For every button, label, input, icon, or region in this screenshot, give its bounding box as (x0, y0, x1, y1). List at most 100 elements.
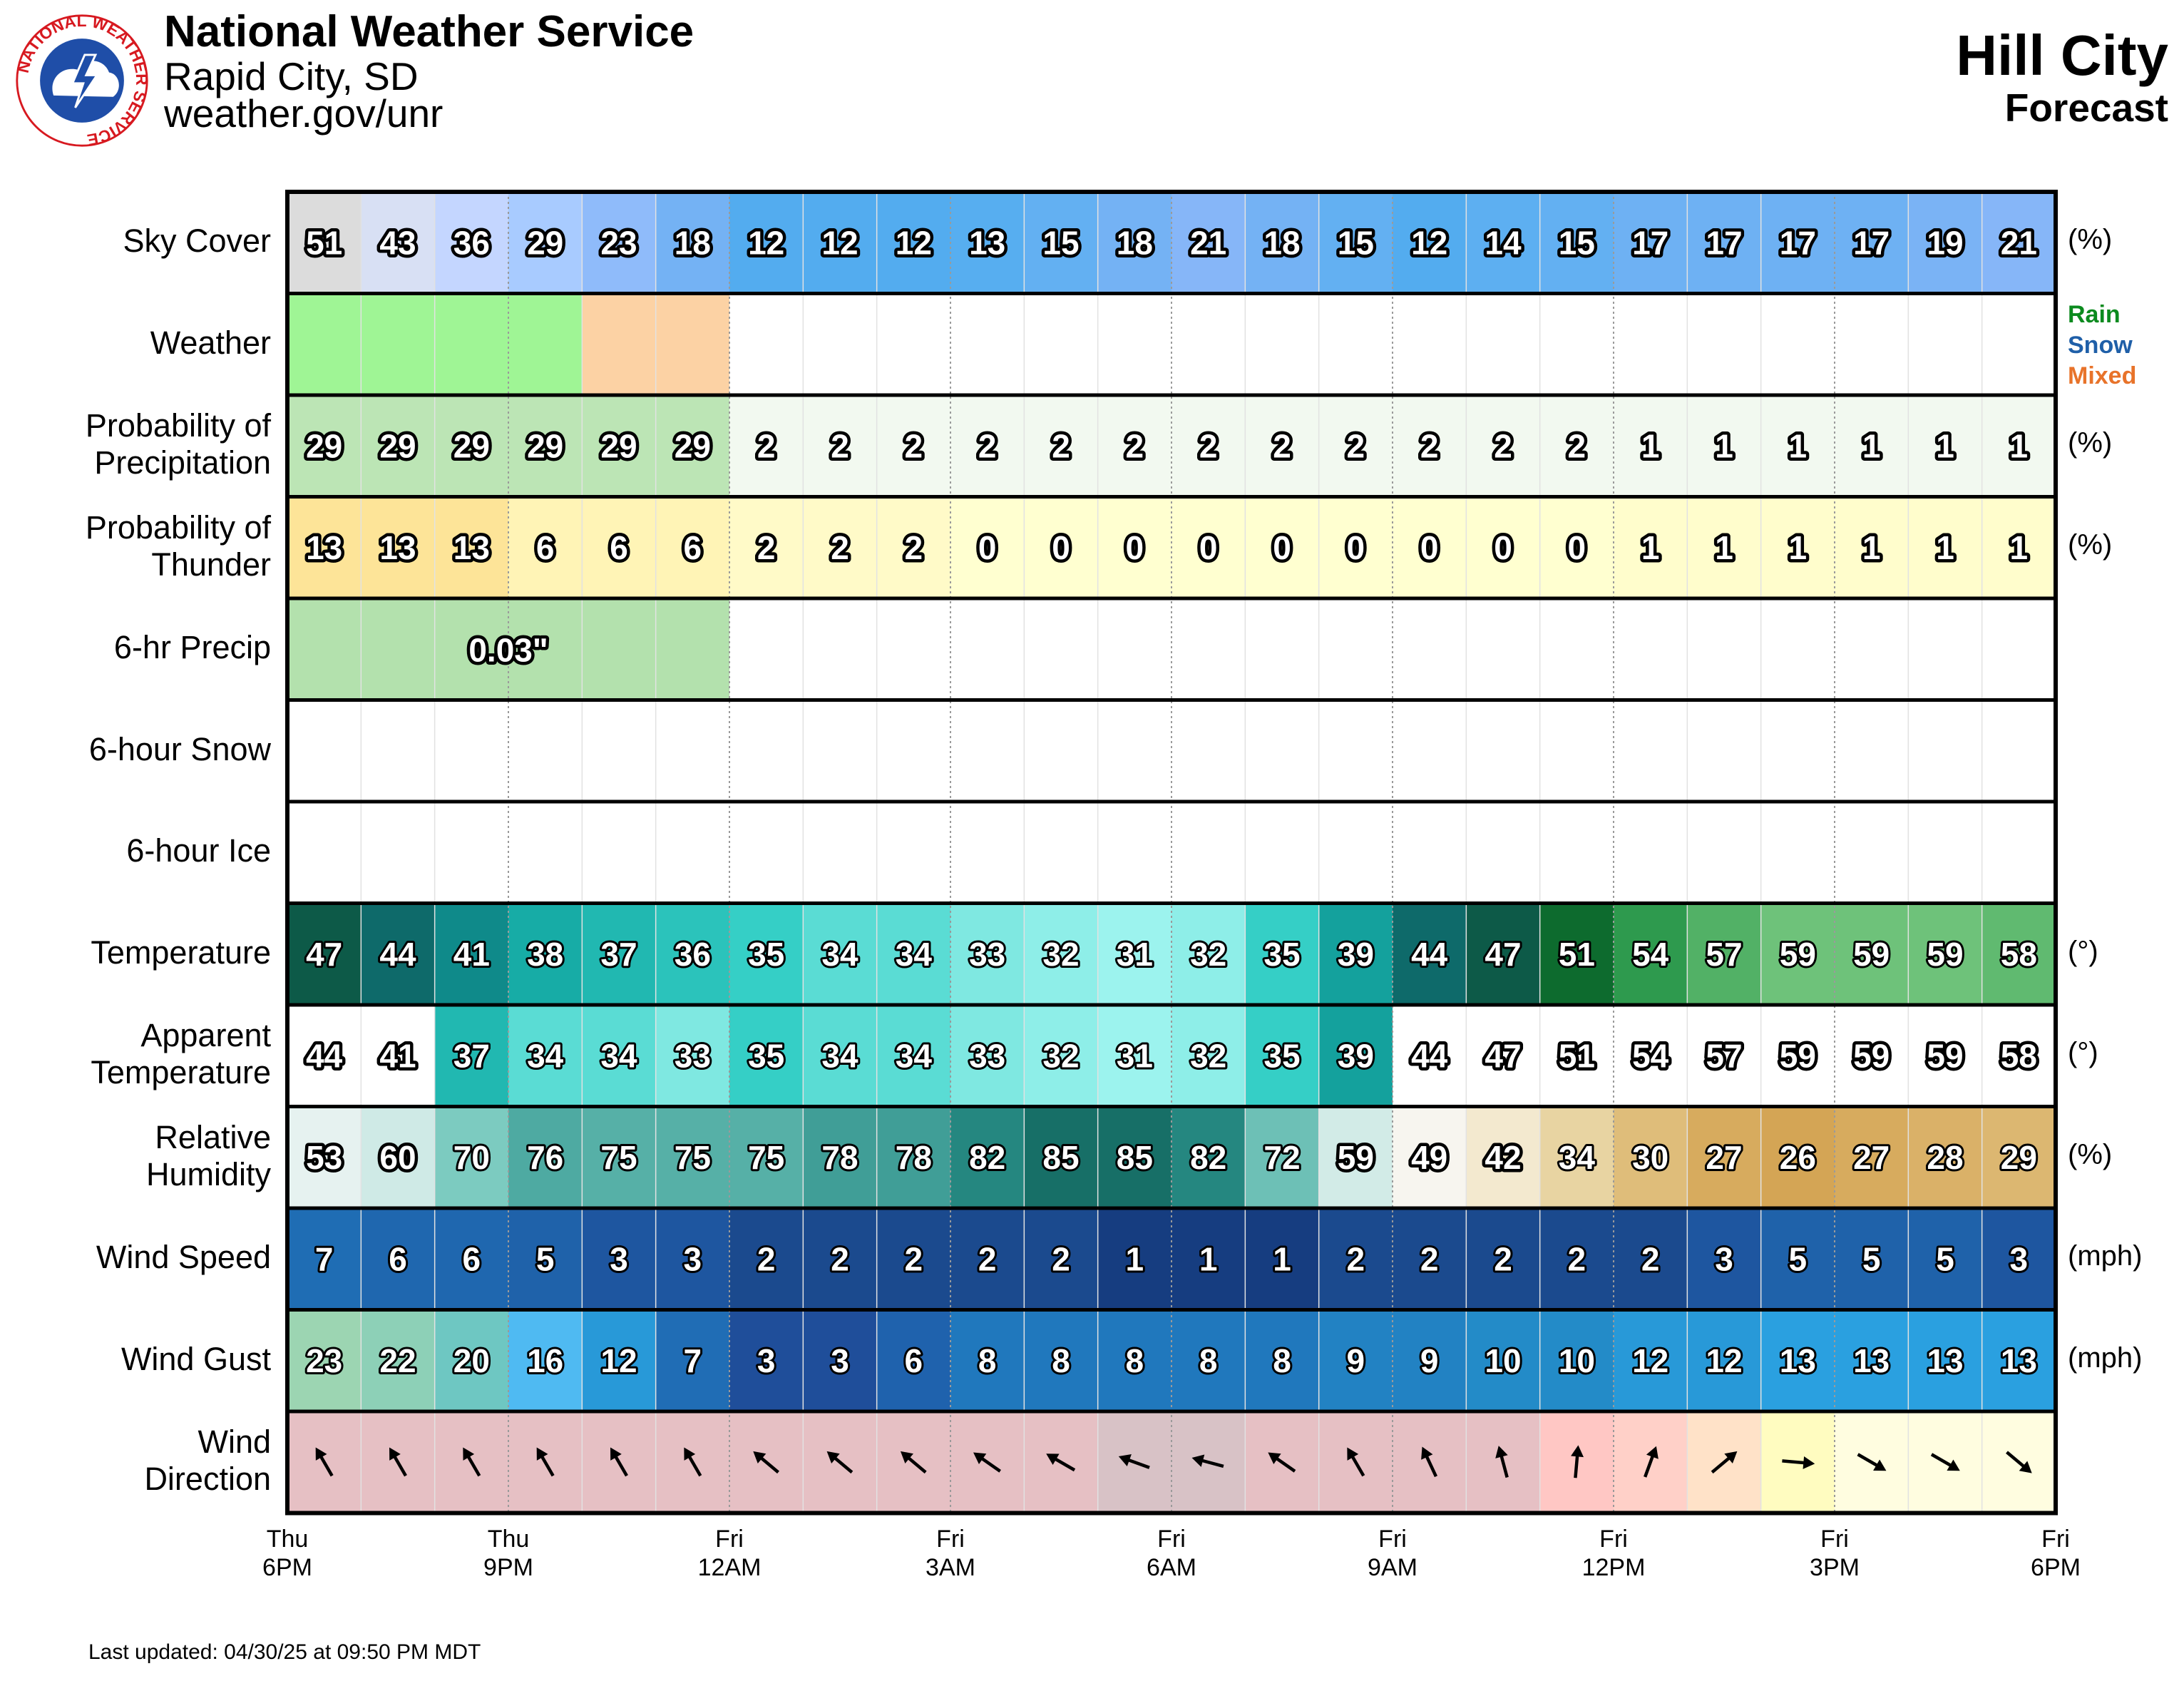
temp-cell-11 (1097, 903, 1172, 1005)
sky-cell-13 (1245, 192, 1320, 294)
pop-value-0: 29 (306, 427, 342, 464)
wspd-cell-15 (1393, 1208, 1467, 1310)
temp-cell-16 (1466, 903, 1541, 1005)
wspd-value-15: 2 (1420, 1240, 1439, 1277)
gust-cell-22 (1908, 1309, 1983, 1411)
gust-cell-7 (803, 1309, 878, 1411)
temp-value-21: 59 (1853, 936, 1890, 973)
weather-cell-19 (1687, 293, 1762, 395)
pop-cell-2 (434, 395, 509, 497)
wspd-value-13: 1 (1273, 1240, 1291, 1277)
rh-value-14: 59 (1338, 1139, 1374, 1176)
apparent-value-7: 34 (821, 1037, 858, 1074)
sky-value-2: 36 (453, 224, 490, 261)
forecast-subtitle: Forecast (2004, 86, 2168, 130)
x-tick-day: Thu (487, 1525, 530, 1553)
gust-cell-18 (1614, 1309, 1688, 1411)
gust-value-5: 7 (684, 1342, 702, 1379)
office-url[interactable]: weather.gov/unr (164, 91, 444, 136)
thunder-value-8: 2 (905, 529, 923, 566)
apparent-value-9: 33 (969, 1037, 1005, 1074)
pop-value-5: 29 (675, 427, 711, 464)
apparent-value-1: 41 (379, 1037, 416, 1074)
apparent-cell-0 (287, 1005, 362, 1107)
wspd-cell-20 (1760, 1208, 1835, 1310)
pop-cell-4 (582, 395, 657, 497)
wind-arrow-10 (1046, 1453, 1076, 1472)
temp-cell-1 (361, 903, 436, 1005)
thunder-value-19: 1 (1715, 529, 1733, 566)
x-tick-time: 12AM (697, 1553, 762, 1581)
gust-value-20: 13 (1780, 1342, 1816, 1379)
sky-cell-21 (1835, 192, 1909, 294)
pop-value-12: 2 (1199, 427, 1218, 464)
wspd-value-16: 2 (1494, 1240, 1512, 1277)
pop-cell-6 (729, 395, 804, 497)
apparent-value-14: 39 (1338, 1037, 1374, 1074)
temp-cell-6 (729, 903, 804, 1005)
ice6-label: 6-hour Ice (0, 832, 271, 869)
rh-value-7: 78 (821, 1139, 858, 1176)
temp-cell-8 (876, 903, 951, 1005)
apparent-value-22: 59 (1927, 1037, 1963, 1074)
thunder-cell-20 (1760, 496, 1835, 598)
rh-cell-19 (1687, 1106, 1762, 1208)
rh-value-9: 82 (969, 1139, 1005, 1176)
wspd-value-0: 7 (315, 1240, 334, 1277)
thunder-value-20: 1 (1789, 529, 1808, 566)
thunder-cell-0 (287, 496, 362, 598)
temp-label: Temperature (0, 934, 271, 971)
thunder-cell-18 (1614, 496, 1688, 598)
gust-value-10: 8 (1052, 1342, 1070, 1379)
wind-arrow-19 (1711, 1451, 1738, 1474)
temp-cell-9 (950, 903, 1025, 1005)
sky-cell-17 (1539, 192, 1614, 294)
rh-cell-16 (1466, 1106, 1541, 1208)
pop-cell-11 (1097, 395, 1172, 497)
weather-cell-22 (1908, 293, 1983, 395)
rh-value-5: 75 (675, 1139, 711, 1176)
wind-arrow-23 (2006, 1451, 2032, 1473)
pop-value-17: 2 (1568, 427, 1586, 464)
rh-value-0: 53 (306, 1139, 342, 1176)
thunder-value-2: 13 (453, 529, 490, 566)
pop-cell-3 (508, 395, 583, 497)
thunder-value-0: 13 (306, 529, 342, 566)
gust-value-14: 9 (1347, 1342, 1365, 1379)
apparent-value-16: 47 (1485, 1037, 1521, 1074)
x-tick-time: 9AM (1368, 1553, 1417, 1581)
thunder-value-12: 0 (1199, 529, 1218, 566)
pop-value-7: 2 (831, 427, 849, 464)
x-tick-day: Fri (1378, 1525, 1407, 1553)
apparent-value-10: 32 (1042, 1037, 1079, 1074)
rh-value-22: 28 (1927, 1139, 1963, 1176)
apparent-cell-3 (508, 1005, 583, 1107)
sky-cell-8 (876, 192, 951, 294)
thunder-cell-16 (1466, 496, 1541, 598)
gust-value-1: 22 (379, 1342, 416, 1379)
thunder-cell-3 (508, 496, 583, 598)
thunder-value-5: 6 (684, 529, 702, 566)
apparent-unit: (°) (2068, 1037, 2098, 1069)
rh-value-13: 72 (1263, 1139, 1300, 1176)
thunder-cell-6 (729, 496, 804, 598)
pop-value-20: 1 (1789, 427, 1808, 464)
pop-value-14: 2 (1347, 427, 1365, 464)
gust-value-8: 6 (905, 1342, 923, 1379)
wind-arrow-13 (1268, 1452, 1296, 1473)
rh-unit: (%) (2068, 1138, 2113, 1170)
rh-value-21: 27 (1853, 1139, 1890, 1176)
temp-cell-18 (1614, 903, 1688, 1005)
sky-cell-5 (655, 192, 730, 294)
wind-arrow-18 (1644, 1446, 1658, 1478)
rh-cell-3 (508, 1106, 583, 1208)
gust-cell-12 (1172, 1309, 1246, 1411)
office-name: Rapid City, SD (164, 54, 419, 98)
thunder-value-18: 1 (1641, 529, 1660, 566)
thunder-cell-8 (876, 496, 951, 598)
gust-cell-20 (1760, 1309, 1835, 1411)
rh-cell-13 (1245, 1106, 1320, 1208)
temp-cell-23 (1982, 903, 2056, 1005)
